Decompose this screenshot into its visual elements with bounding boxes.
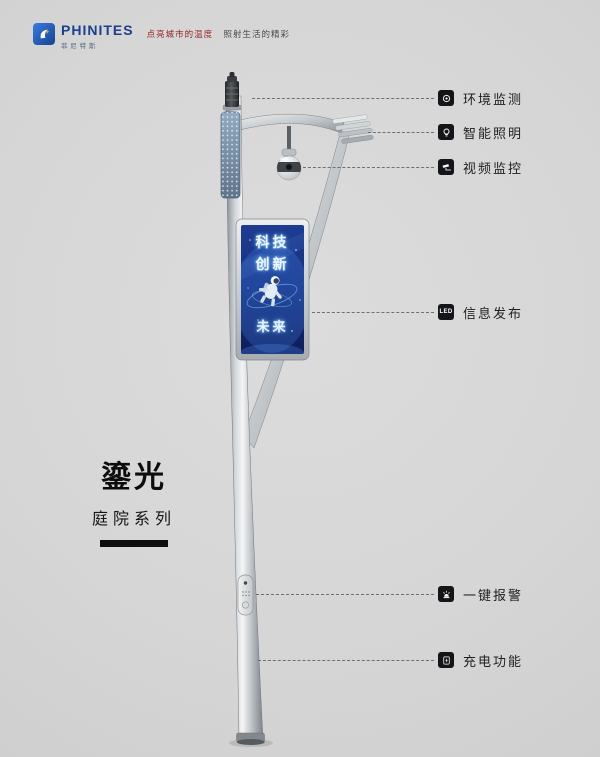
callout-label: 视频监控	[463, 160, 524, 176]
callout-charging: 充电功能	[258, 651, 523, 669]
pole-base	[229, 732, 273, 747]
product-name-block: 鎏光 庭院系列	[92, 452, 176, 547]
leader-line	[252, 97, 434, 99]
tagline-secondary: 照射生活的精彩	[223, 29, 290, 39]
brand-name-chinese: 菲尼特斯	[61, 43, 99, 50]
callout-label: 智能照明	[463, 125, 524, 141]
lamp-head	[332, 114, 374, 144]
callout-environment: 环境监测	[252, 89, 523, 107]
leader-line	[368, 131, 434, 133]
video-camera-icon	[438, 159, 454, 175]
callout-label: 充电功能	[463, 653, 524, 669]
leader-line	[312, 311, 434, 313]
smart-lighting-icon	[438, 124, 454, 140]
callout-label: 信息发布	[463, 305, 524, 321]
charging-icon	[438, 652, 454, 668]
led-icon-text: LED	[439, 309, 453, 315]
alarm-icon	[438, 586, 454, 602]
screen-line-2: 创新	[255, 256, 290, 272]
leader-line	[303, 166, 434, 168]
divider-bar	[100, 540, 168, 547]
brand-logo-icon	[33, 23, 55, 45]
brand-tagline: 点亮城市的温度 照射生活的精彩	[147, 23, 290, 40]
leader-line	[256, 593, 434, 595]
brand-name: PHINITES	[61, 22, 134, 38]
speaker-panel	[220, 111, 241, 199]
led-screen-headline: 科技 创新	[241, 231, 304, 275]
environment-monitor-icon	[438, 90, 454, 106]
product-name: 鎏光	[101, 461, 167, 494]
callout-info: LED 信息发布	[312, 303, 523, 321]
product-series: 庭院系列	[92, 511, 177, 528]
callout-label: 一键报警	[463, 587, 524, 603]
callout-label: 环境监测	[463, 91, 524, 107]
environment-sensor	[222, 72, 242, 111]
dome-camera	[276, 126, 302, 181]
screen-line-1: 科技	[255, 234, 290, 250]
brand-header: PHINITES 菲尼特斯 点亮城市的温度 照射生活的精彩	[33, 23, 290, 50]
led-screen	[235, 218, 310, 361]
led-screen-subline: 未来	[256, 319, 289, 334]
led-display-icon: LED	[438, 304, 454, 320]
callout-lighting: 智能照明	[368, 123, 523, 141]
alarm-device	[237, 574, 254, 616]
callout-alarm: 一键报警	[256, 585, 523, 603]
tagline-primary: 点亮城市的温度	[146, 29, 214, 39]
callout-video: 视频监控	[303, 158, 523, 176]
brand-text-block: PHINITES 菲尼特斯	[61, 22, 134, 51]
leader-line	[258, 659, 434, 661]
astronaut-graphic	[259, 276, 282, 307]
